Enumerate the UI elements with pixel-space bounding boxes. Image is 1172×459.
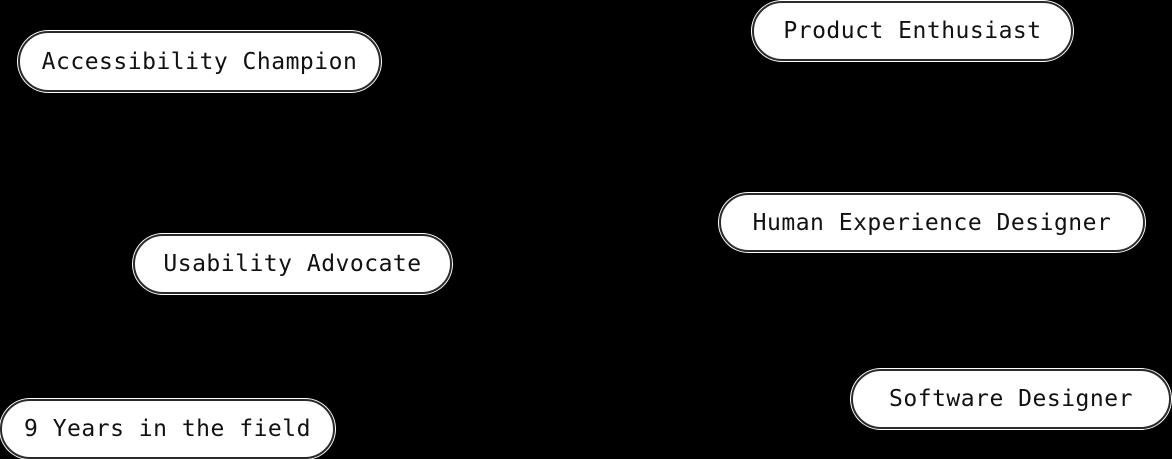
tag-accessibility-champion: Accessibility Champion [18, 31, 381, 92]
tag-label: Product Enthusiast [783, 18, 1042, 44]
tag-label: Human Experience Designer [752, 209, 1112, 236]
tag-label: 9 Years in the field [24, 416, 311, 442]
tag-software-designer: Software Designer [851, 369, 1171, 429]
tag-human-experience-designer: Human Experience Designer [719, 193, 1145, 252]
tag-usability-advocate: Usability Advocate [133, 234, 452, 294]
tag-years-in-field: 9 Years in the field [0, 399, 335, 459]
tag-label: Usability Advocate [163, 251, 422, 277]
tag-label: Software Designer [889, 386, 1133, 412]
tag-product-enthusiast: Product Enthusiast [752, 1, 1073, 61]
tag-label: Accessibility Champion [41, 48, 358, 75]
